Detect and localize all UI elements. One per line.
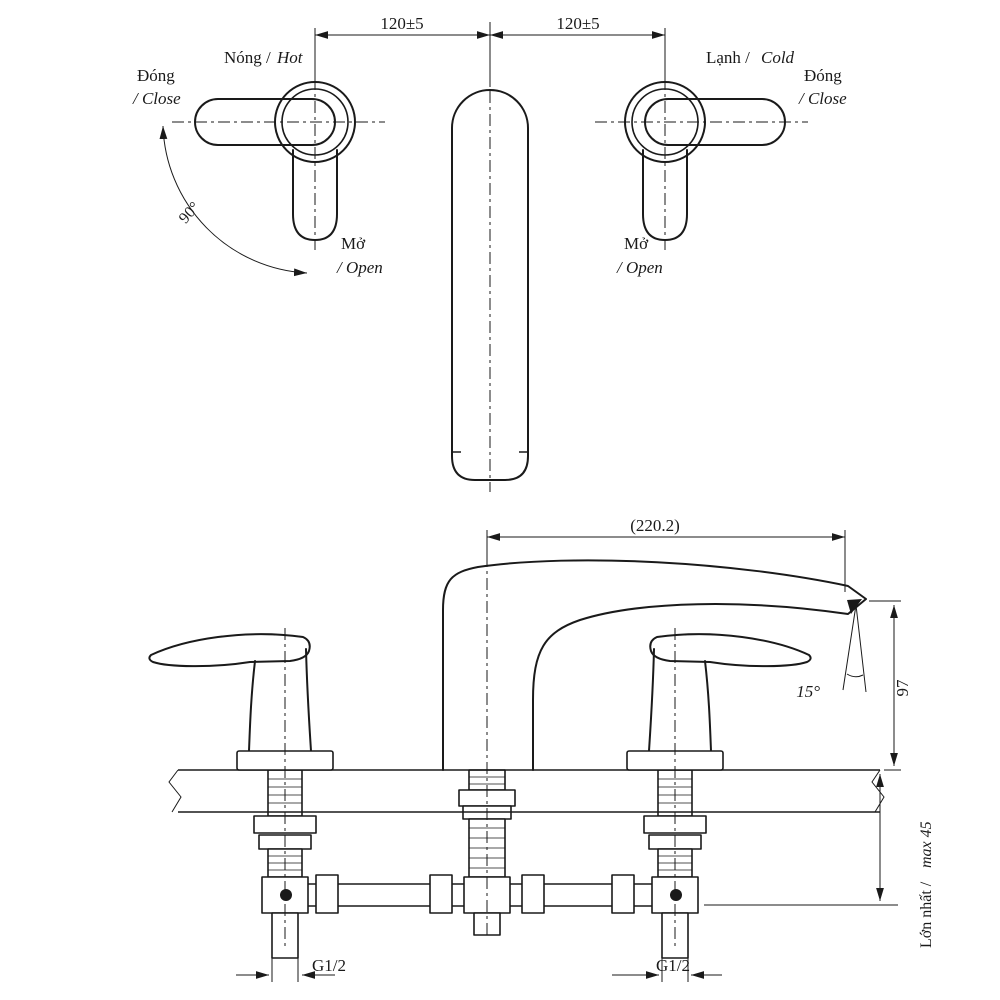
- thread-lines: [469, 776, 505, 785]
- label-close-left-en: / Close: [132, 89, 181, 108]
- pipe-coupling-nut: [315, 874, 339, 914]
- pipe-coupling-nut: [429, 874, 453, 914]
- valve-screw: [280, 889, 292, 901]
- dimension-extension-lines: [661, 958, 689, 982]
- labels: 120±5 120±5 Nóng / Hot Lạnh / Cold Đóng …: [132, 14, 935, 975]
- label-open-right-vi: Mở: [624, 234, 649, 253]
- dimension-extension-lines: [271, 958, 299, 982]
- connecting-pipe: [308, 883, 652, 907]
- thread-lines: [658, 778, 692, 804]
- dim-handle-spacing-left: 120±5: [380, 14, 423, 33]
- handle-lever: [649, 633, 812, 668]
- dimension-thread-right: [612, 958, 722, 982]
- cold-handle-centerlines: [595, 55, 808, 250]
- label-open-left-vi: Mở: [341, 234, 366, 253]
- dimension-extension-lines: [869, 600, 901, 771]
- spout-plan: [451, 89, 529, 481]
- dim-spout-angle: 15°: [796, 682, 820, 701]
- handle-body: [648, 648, 712, 752]
- dim-max-thickness-en: max 45: [918, 821, 935, 868]
- angle-lines: [842, 604, 867, 693]
- dimension-spout-height: [869, 600, 901, 771]
- cold-handle-plan: [624, 81, 786, 241]
- pipe-coupling-nut: [521, 874, 545, 914]
- label-close-right-vi: Đóng: [804, 66, 842, 85]
- spout-plan-outline: [451, 89, 529, 481]
- handle-lever: [148, 633, 311, 668]
- thread-lines: [268, 778, 302, 804]
- label-open-left-en: / Open: [336, 258, 383, 277]
- label-hot-vi: Nóng /: [224, 48, 271, 67]
- dim-max-thickness-vi: Lớn nhất /: [918, 881, 935, 948]
- cold-handle-elevation: [626, 633, 812, 771]
- label-open-right-en: / Open: [616, 258, 663, 277]
- side-view: [148, 530, 901, 982]
- annotation-spout-angle: [842, 604, 867, 693]
- dim-thread-left: G1/2: [312, 956, 346, 975]
- label-close-left-vi: Đóng: [137, 66, 175, 85]
- centerlines: [172, 22, 808, 950]
- under-deck-assembly: [253, 769, 707, 959]
- hot-handle-plan: [194, 81, 356, 241]
- aerator-tip: [847, 599, 862, 614]
- dimension-max-deck-thickness: [704, 774, 898, 906]
- label-rotation-angle: 90°: [176, 199, 204, 227]
- dim-thread-right: G1/2: [656, 956, 690, 975]
- angle-arc: [846, 673, 864, 678]
- spout-outline: [442, 559, 867, 771]
- spout-elevation: [442, 559, 867, 771]
- dim-spout-reach: (220.2): [630, 516, 680, 535]
- hot-handle-centerlines: [172, 55, 385, 250]
- label-close-right-en: / Close: [798, 89, 847, 108]
- hot-handle-elevation: [148, 633, 334, 771]
- handle-body: [248, 648, 312, 752]
- valve-screw: [670, 889, 682, 901]
- dim-spout-height: 97: [893, 679, 912, 697]
- dim-handle-spacing-right: 120±5: [556, 14, 599, 33]
- rotation-arc: [159, 125, 308, 277]
- label-cold-vi: Lạnh /: [706, 48, 750, 67]
- pipe-coupling-nut: [611, 874, 635, 914]
- dimension-thread-left: [236, 958, 335, 982]
- top-view: [159, 28, 786, 481]
- label-hot-en: Hot: [276, 48, 304, 67]
- label-cold-en: Cold: [761, 48, 795, 67]
